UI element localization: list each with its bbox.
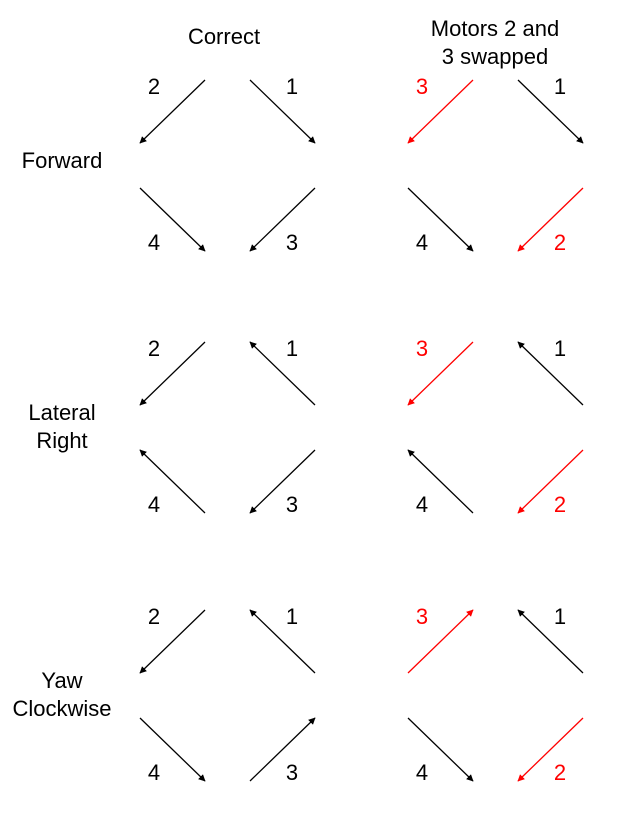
row-label-line: Forward xyxy=(22,148,103,173)
motor-number-label: 2 xyxy=(554,230,566,255)
rows-layer: Forward12341324LateralRight12341324YawCl… xyxy=(12,74,584,785)
header-correct: Correct xyxy=(188,24,260,49)
motor-thrust-arrow xyxy=(249,187,316,252)
motor-number-label: 3 xyxy=(286,230,298,255)
motor-thrust-arrow xyxy=(517,341,584,406)
row-1: Forward 1 2 3 4 1 3 2 4 xyxy=(22,74,584,255)
correct-configuration: 1 2 3 4 xyxy=(139,604,316,785)
motor-number-label: 1 xyxy=(286,336,298,361)
motor-number-label: 4 xyxy=(416,760,428,785)
motor-thrust-arrow xyxy=(517,79,584,144)
motor-thrust-arrow xyxy=(517,609,584,674)
swapped-configuration: 1 3 2 4 xyxy=(407,74,584,255)
swapped-configuration: 1 3 2 4 xyxy=(407,604,584,785)
motor-thrust-arrow xyxy=(407,341,474,406)
motor-number-label: 4 xyxy=(148,230,160,255)
motor-thrust-arrow xyxy=(517,187,584,252)
row-label-line: Clockwise xyxy=(12,696,111,721)
motor-number-label: 2 xyxy=(148,604,160,629)
motor-number-label: 2 xyxy=(554,760,566,785)
motor-number-label: 4 xyxy=(416,492,428,517)
motor-thrust-arrow xyxy=(407,79,474,144)
motor-number-label: 2 xyxy=(554,492,566,517)
motor-thrust-arrow xyxy=(249,341,316,406)
header-swapped-line-2: 3 swapped xyxy=(442,44,548,69)
motor-number-label: 3 xyxy=(416,604,428,629)
motor-number-label: 2 xyxy=(148,74,160,99)
motor-thrust-arrow xyxy=(407,449,474,514)
motor-number-label: 2 xyxy=(148,336,160,361)
motor-number-label: 1 xyxy=(286,604,298,629)
correct-configuration: 1 2 3 4 xyxy=(139,74,316,255)
motor-number-label: 4 xyxy=(148,760,160,785)
motor-number-label: 4 xyxy=(148,492,160,517)
motor-thrust-arrow xyxy=(139,609,206,674)
row-label-line: Right xyxy=(36,428,87,453)
motor-thrust-arrow xyxy=(249,717,316,782)
row-label-line: Lateral xyxy=(28,400,95,425)
motor-thrust-arrow xyxy=(249,79,316,144)
motor-thrust-arrow xyxy=(517,717,584,782)
motor-thrust-arrow xyxy=(249,449,316,514)
motor-number-label: 1 xyxy=(286,74,298,99)
motor-thrust-arrow xyxy=(139,449,206,514)
motor-number-label: 4 xyxy=(416,230,428,255)
motor-number-label: 1 xyxy=(554,604,566,629)
row-label-line: Yaw xyxy=(41,668,82,693)
motor-number-label: 3 xyxy=(286,760,298,785)
motor-thrust-arrow xyxy=(407,609,474,674)
motor-thrust-arrow xyxy=(139,341,206,406)
swapped-configuration: 1 3 2 4 xyxy=(407,336,584,517)
motor-thrust-arrow xyxy=(407,717,474,782)
motor-thrust-arrow xyxy=(407,187,474,252)
motor-number-label: 1 xyxy=(554,336,566,361)
correct-configuration: 1 2 3 4 xyxy=(139,336,316,517)
motor-thrust-arrow xyxy=(139,717,206,782)
motor-thrust-arrow xyxy=(249,609,316,674)
motor-number-label: 3 xyxy=(416,74,428,99)
motor-thrust-arrow xyxy=(139,79,206,144)
motor-number-label: 3 xyxy=(286,492,298,517)
motor-number-label: 3 xyxy=(416,336,428,361)
motor-thrust-arrow xyxy=(517,449,584,514)
motor-thrust-arrow xyxy=(139,187,206,252)
header-swapped-line-1: Motors 2 and xyxy=(431,16,559,41)
motor-number-label: 1 xyxy=(554,74,566,99)
